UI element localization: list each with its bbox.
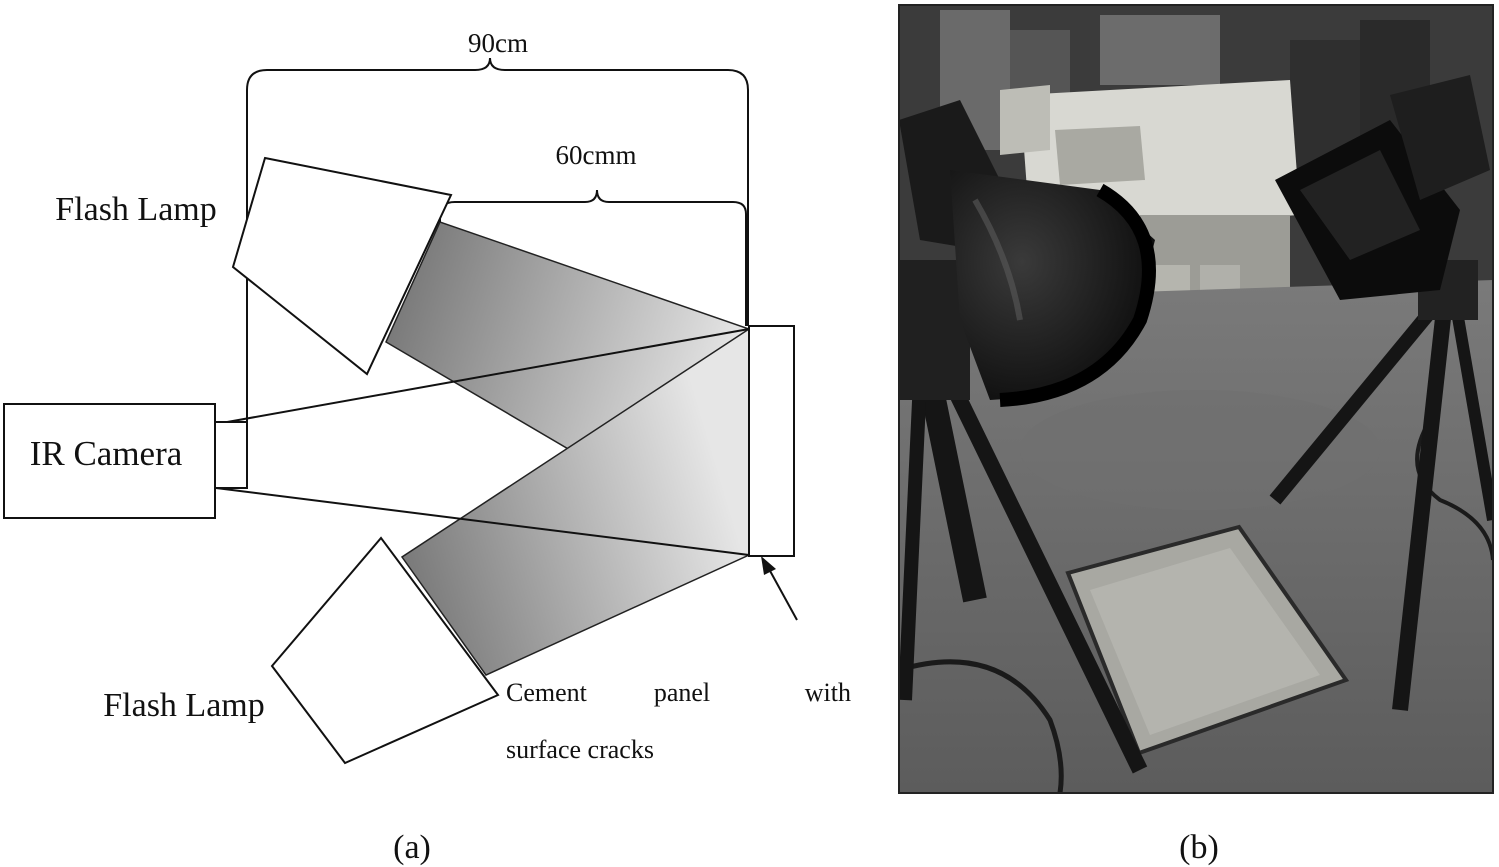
ir-camera xyxy=(3,403,216,519)
camera-view-line-top xyxy=(215,328,750,425)
cement-panel-label-word-3: with xyxy=(805,678,851,707)
cement-panel-label-line-2: surface cracks xyxy=(506,735,654,764)
photo-right-flash-lamp xyxy=(1275,75,1490,300)
dimension-bracket-90cm xyxy=(246,57,749,486)
photo-right-tripod xyxy=(1269,260,1493,711)
bottom-flash-lamp-label: Flash Lamp xyxy=(103,687,264,724)
caption-a: (a) xyxy=(393,829,431,866)
dimension-label-90cm: 90cm xyxy=(468,28,528,58)
top-flash-lamp xyxy=(231,156,453,376)
ir-camera-lens xyxy=(214,421,248,489)
schematic-diagram: 90cm 60cmm Flash Lamp Flash Lamp IR Came… xyxy=(3,28,851,866)
bottom-flash-lamp xyxy=(270,536,500,765)
photo-left-tripod xyxy=(899,260,1148,774)
top-flash-lamp-label: Flash Lamp xyxy=(55,191,216,228)
setup-photograph: (b) xyxy=(898,4,1494,866)
photo-left-flash-lamp xyxy=(899,100,1156,407)
dimension-label-60cm: 60cmm xyxy=(556,140,637,170)
caption-b: (b) xyxy=(1179,829,1219,866)
panel-pointer-arrow xyxy=(761,556,798,621)
camera-view-line-bottom xyxy=(215,487,750,556)
cement-panel-label-word-2: panel xyxy=(654,678,710,707)
ir-camera-label: IR Camera xyxy=(30,434,183,473)
cement-panel xyxy=(748,325,795,557)
cement-panel-label-word-1: Cement xyxy=(506,678,588,707)
